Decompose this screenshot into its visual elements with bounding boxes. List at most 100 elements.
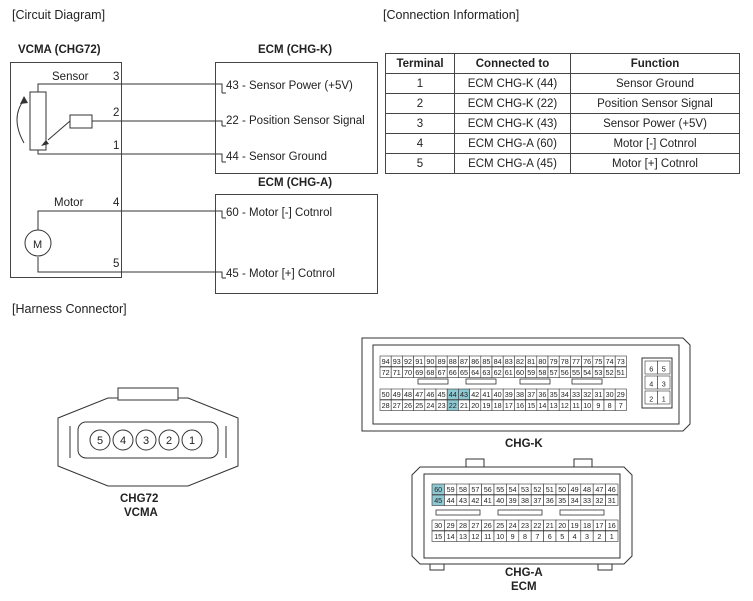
chg-k-aux-pin-label: 1 bbox=[662, 395, 666, 404]
chg-a-key-bar bbox=[435, 509, 481, 516]
chg72-pin bbox=[158, 429, 180, 451]
chg-a-pin-label: 33 bbox=[583, 496, 591, 505]
chg-k-pin-label: 63 bbox=[482, 368, 490, 377]
chg72-pin-label: 1 bbox=[189, 435, 195, 447]
chg-k-pin-label: 90 bbox=[426, 357, 434, 366]
chg-k-aux-pin-cell bbox=[657, 375, 671, 390]
chg72-caption: CHG72 bbox=[120, 493, 159, 505]
chg-k-pin-label: 44 bbox=[449, 390, 457, 399]
chg-k-pin-label: 56 bbox=[561, 368, 569, 377]
chg-k-pin-label: 17 bbox=[505, 401, 513, 410]
chg-a-pin-label: 56 bbox=[484, 485, 492, 494]
chg-a-pin-label: 44 bbox=[447, 496, 455, 505]
chg-k-pin-label: 23 bbox=[438, 401, 446, 410]
chg-a-pin-label: 5 bbox=[560, 532, 564, 541]
potentiometer-icon bbox=[29, 91, 47, 151]
chg-k-pin-label: 80 bbox=[538, 357, 546, 366]
chg-k-pin-label: 49 bbox=[393, 390, 401, 399]
chg-k-pin-label: 8 bbox=[608, 401, 612, 410]
chg-a-pin-label: 45 bbox=[434, 496, 442, 505]
chg-k-pin-label: 39 bbox=[505, 390, 513, 399]
chg-k-pin-cell bbox=[614, 388, 627, 400]
chg72-pin-label: 2 bbox=[166, 435, 172, 447]
ecm-k-signal-43: 43 - Sensor Power (+5V) bbox=[226, 80, 353, 92]
chg-k-pin-label: 16 bbox=[516, 401, 524, 410]
chg-k-pin-label: 12 bbox=[561, 401, 569, 410]
chg-a-pin-label: 57 bbox=[471, 485, 479, 494]
chg-k-pin-label: 7 bbox=[619, 401, 623, 410]
ecm-chg-k-title: ECM (CHG-K) bbox=[258, 44, 333, 56]
header-terminal: Terminal bbox=[385, 53, 455, 74]
chg-k-pin-label: 35 bbox=[550, 390, 558, 399]
ecm-a-signal-60: 60 - Motor [-] Cotnrol bbox=[226, 207, 333, 219]
chg-k-pin-label: 75 bbox=[594, 357, 602, 366]
chg-k-aux-pin-label: 4 bbox=[649, 380, 653, 389]
chg-k-pin-label: 81 bbox=[527, 357, 535, 366]
chg-k-pin-label: 27 bbox=[393, 401, 401, 410]
chg-k-pin-label: 69 bbox=[415, 368, 423, 377]
chg-k-pin-label: 45 bbox=[438, 390, 446, 399]
chg-k-pin-label: 87 bbox=[460, 357, 468, 366]
chg-a-pin-label: 15 bbox=[434, 532, 442, 541]
chg-k-pin-label: 53 bbox=[594, 368, 602, 377]
connection-info-heading: [Connection Information] bbox=[383, 8, 520, 22]
chg-a-pin-label: 51 bbox=[546, 485, 554, 494]
cell-connected-to: ECM CHG-K (44) bbox=[454, 73, 571, 94]
chg-k-pin-label: 26 bbox=[404, 401, 412, 410]
chg-a-pin-label: 37 bbox=[533, 496, 541, 505]
chg-k-pin-label: 71 bbox=[393, 368, 401, 377]
chg-k-pin-label: 28 bbox=[382, 401, 390, 410]
pin-4-label: 4 bbox=[113, 197, 120, 209]
ecm-a-signal-45: 45 - Motor [+] Cotnrol bbox=[226, 268, 335, 280]
chg-a-pin-label: 43 bbox=[459, 496, 467, 505]
chg-k-pin-label: 89 bbox=[438, 357, 446, 366]
wire-pin-5 bbox=[37, 257, 223, 278]
chg-k-pin-label: 52 bbox=[606, 368, 614, 377]
chg-a-pin-label: 29 bbox=[447, 521, 455, 530]
wire-pin-2 bbox=[92, 120, 223, 126]
chg-k-pin-label: 10 bbox=[583, 401, 591, 410]
chg-a-pin-label: 48 bbox=[583, 485, 591, 494]
chg-a-pin-label: 59 bbox=[447, 485, 455, 494]
chg-k-pin-label: 64 bbox=[471, 368, 479, 377]
chg-a-pin-label: 2 bbox=[597, 532, 601, 541]
chg-k-key-bar bbox=[465, 378, 497, 385]
chg-k-pin-label: 40 bbox=[494, 390, 502, 399]
chg-k-aux-pin-cell bbox=[657, 390, 671, 405]
vcma-caption: VCMA bbox=[124, 507, 158, 519]
ecm-chg-a-box bbox=[215, 194, 378, 294]
chg72-pin-label: 5 bbox=[97, 435, 103, 447]
chg-a-pin-label: 52 bbox=[533, 485, 541, 494]
chg-k-pin-label: 14 bbox=[538, 401, 546, 410]
chg-a-pin-label: 60 bbox=[434, 485, 442, 494]
chg-a-pin-label: 11 bbox=[484, 532, 491, 541]
chg-k-pin-label: 48 bbox=[404, 390, 412, 399]
chg-k-pin-label: 37 bbox=[527, 390, 535, 399]
pin-2-label: 2 bbox=[113, 107, 120, 119]
chg-k-pin-label: 85 bbox=[482, 357, 490, 366]
chg-k-pin-cell bbox=[614, 399, 627, 411]
chg-a-pin-label: 17 bbox=[595, 521, 603, 530]
vcma-box bbox=[10, 62, 122, 278]
chg-k-pin-label: 84 bbox=[494, 357, 502, 366]
chg-a-pin-label: 46 bbox=[608, 485, 616, 494]
chg-k-pin-label: 33 bbox=[572, 390, 580, 399]
chg-k-pin-label: 46 bbox=[426, 390, 434, 399]
chg-a-pin-label: 38 bbox=[521, 496, 529, 505]
chg-a-pin-label: 30 bbox=[434, 521, 442, 530]
circuit-diagram-heading: [Circuit Diagram] bbox=[12, 8, 106, 22]
chg-k-pin-label: 72 bbox=[382, 368, 390, 377]
chg-k-pin-label: 9 bbox=[596, 401, 600, 410]
chg-a-pin-label: 20 bbox=[558, 521, 566, 530]
chg-a-pin-label: 35 bbox=[558, 496, 566, 505]
chg-a-pin-label: 18 bbox=[583, 521, 591, 530]
chg-k-aux-pin-label: 6 bbox=[649, 365, 653, 374]
chg-a-pin-label: 25 bbox=[496, 521, 504, 530]
chg-a-pin-label: 21 bbox=[546, 521, 554, 530]
